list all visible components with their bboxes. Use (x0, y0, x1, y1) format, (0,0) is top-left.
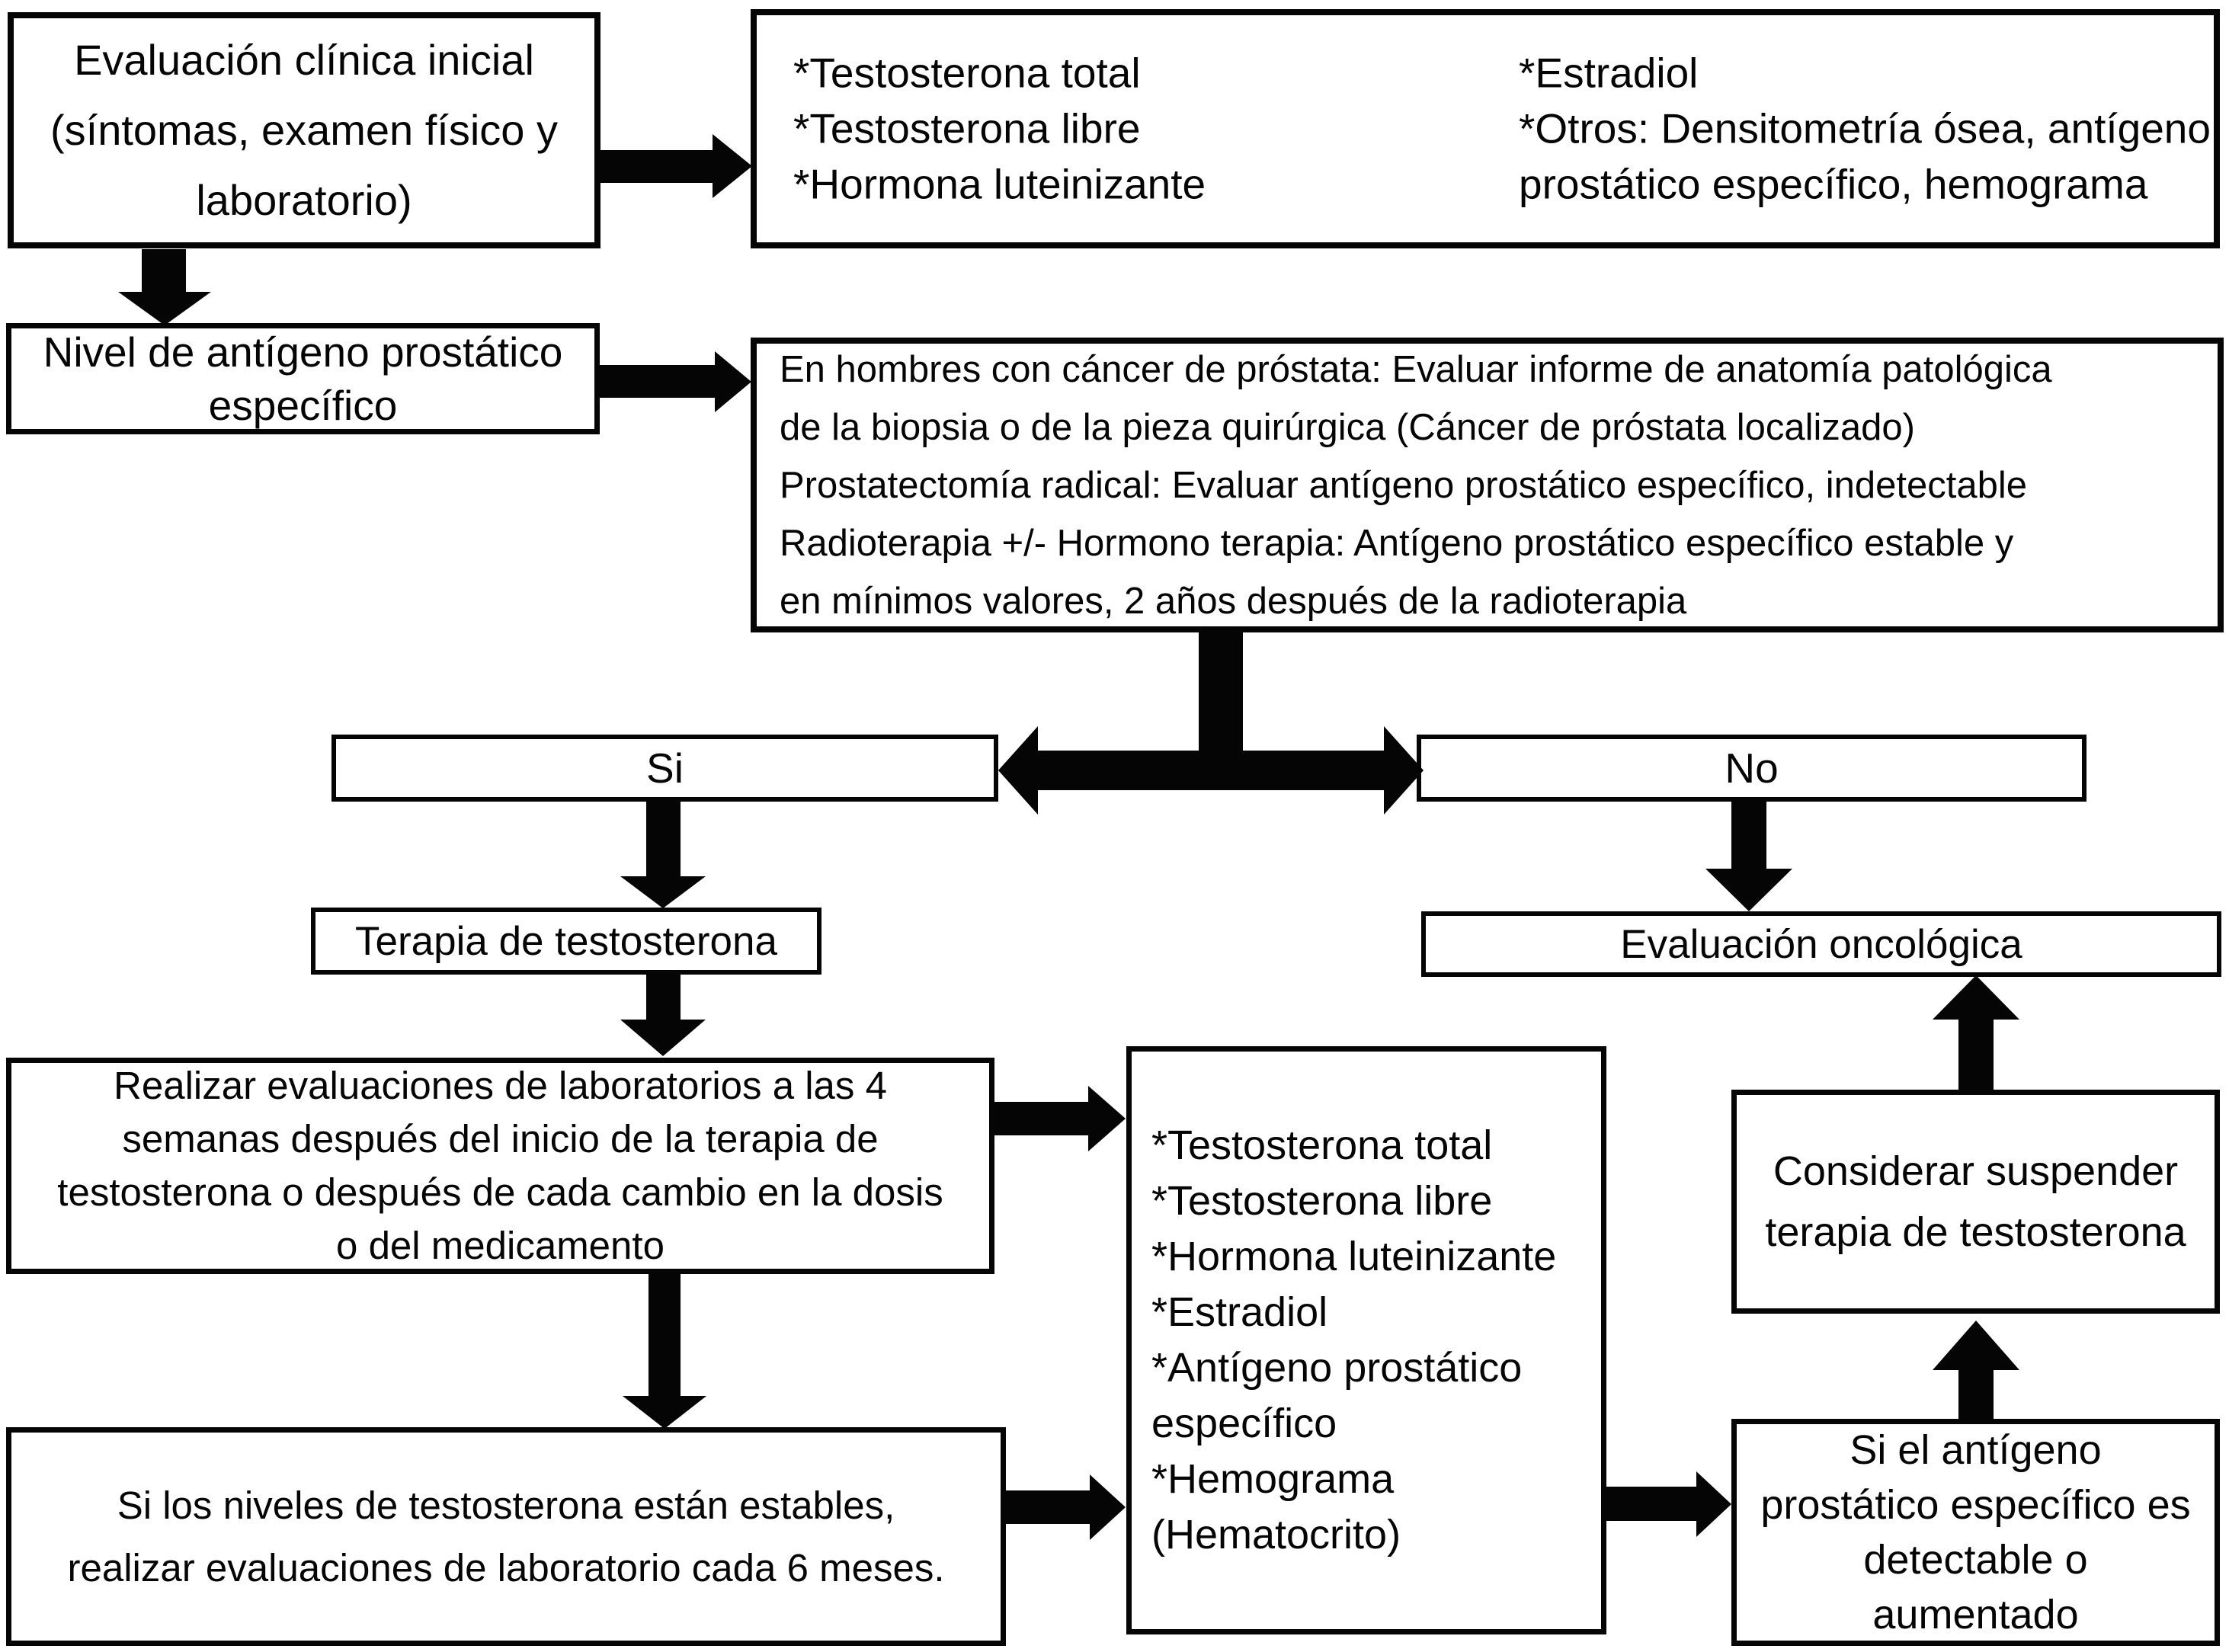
node-text: específico (1151, 1401, 1337, 1446)
node-text: Radioterapia +/- Hormono terapia: Antíge… (780, 522, 2014, 564)
node-text: En hombres con cáncer de próstata: Evalu… (780, 348, 2052, 390)
node-no: No (1417, 735, 2086, 802)
node-psa-level: Nivel de antígeno prostático específico (6, 323, 600, 434)
node-text: *Testosterona total (793, 49, 1141, 97)
node-text: terapia de testosterona (1765, 1209, 2186, 1255)
node-text: *Testosterona libre (793, 104, 1141, 152)
node-text: específico (208, 382, 398, 429)
arrowhead-right-icon (1696, 1471, 1731, 1537)
arrowhead-right-icon (713, 134, 752, 198)
node-text: realizar evaluaciones de laboratorio cad… (67, 1545, 945, 1590)
node-text: *Otros: Densitometría ósea, antígeno (1519, 104, 2211, 152)
arrowhead-down-icon (1705, 869, 1792, 911)
node-psa-detectable: Si el antígeno prostático específico es … (1731, 1419, 2220, 1646)
arrowhead-right-icon (1384, 726, 1424, 815)
node-text: *Hormona luteinizante (1151, 1234, 1557, 1279)
arrowhead-right-icon (1090, 1474, 1126, 1540)
arrow-followup-to-stable (649, 1273, 681, 1397)
node-text: *Testosterona total (1151, 1122, 1493, 1168)
node-text: Prostatectomía radical: Evaluar antígeno… (780, 464, 2027, 506)
arrow-lab-panel-to-psa-detectable (1605, 1487, 1698, 1521)
arrow-stable-to-lab-panel (1004, 1490, 1091, 1524)
node-lab-panel: *Testosterona total *Testosterona libre … (1126, 1046, 1606, 1634)
node-text: Si el antígeno (1849, 1427, 2102, 1473)
node-text: (síntomas, examen físico y (50, 106, 558, 154)
baseline-labs-right-column: *Estradiol *Otros: Densitometría ósea, a… (1519, 46, 2211, 213)
arrowhead-down-icon (620, 876, 706, 908)
node-baseline-labs: *Testosterona total *Testosterona libre … (751, 9, 2220, 248)
node-text: o del medicamento (336, 1224, 665, 1267)
node-text: (Hematocrito) (1151, 1512, 1401, 1558)
node-cancer-criteria: En hombres con cáncer de próstata: Evalu… (751, 338, 2224, 632)
node-text: Realizar evaluaciones de laboratorios a … (114, 1064, 887, 1107)
node-text: *Estradiol (1519, 49, 1699, 97)
node-text: detectable o (1863, 1537, 2088, 1583)
node-text: testosterona o después de cada cambio en… (57, 1170, 943, 1214)
node-text: Si los niveles de testosterona están est… (117, 1483, 895, 1527)
arrowhead-down-icon (623, 1396, 706, 1429)
arrow-initial-to-baseline-labs (600, 150, 714, 183)
arrow-psa-detectable-to-consider (1958, 1370, 1994, 1420)
node-text: laboratorio) (196, 176, 412, 224)
arrowhead-up-icon (1933, 1321, 2019, 1370)
node-initial-evaluation: Evaluación clínica inicial (síntomas, ex… (8, 12, 600, 248)
node-text: de la biopsia o de la pieza quirúrgica (… (780, 406, 1915, 448)
arrow-decision-crossbar (1029, 751, 1393, 790)
arrow-psa-level-to-criteria (600, 365, 718, 398)
arrowhead-up-icon (1933, 975, 2019, 1020)
arrow-no-to-oncologic (1731, 799, 1766, 870)
arrowhead-right-icon (1088, 1086, 1126, 1151)
node-text: prostático específico, hemograma (1519, 160, 2148, 208)
node-text: Evaluación oncológica (1620, 921, 2022, 967)
node-text: *Hemograma (1151, 1456, 1395, 1502)
arrow-consider-to-oncologic (1958, 1020, 1994, 1093)
arrowhead-down-icon (118, 292, 211, 325)
node-followup-4weeks: Realizar evaluaciones de laboratorios a … (6, 1058, 994, 1274)
arrowhead-left-icon (998, 726, 1038, 815)
node-text: semanas después del inicio de la terapia… (122, 1117, 879, 1161)
node-text: en mínimos valores, 2 años después de la… (780, 580, 1687, 622)
arrow-initial-to-psa-level (142, 249, 186, 293)
node-text: *Testosterona libre (1151, 1178, 1493, 1224)
node-text: *Hormona luteinizante (793, 160, 1206, 208)
node-text: Nivel de antígeno prostático (43, 328, 563, 376)
node-text: prostático específico es (1760, 1482, 2191, 1528)
arrow-therapy-to-followup (646, 972, 681, 1021)
node-consider-suspend: Considerar suspender terapia de testoste… (1731, 1090, 2220, 1314)
node-text: Considerar suspender (1773, 1148, 2179, 1194)
node-text: aumentado (1872, 1592, 2079, 1638)
baseline-labs-left-column: *Testosterona total *Testosterona libre … (793, 46, 1206, 213)
node-oncologic-evaluation: Evaluación oncológica (1421, 911, 2221, 977)
node-testosterone-therapy: Terapia de testosterona (311, 908, 821, 975)
arrow-followup-to-lab-panel (993, 1102, 1090, 1135)
arrowhead-right-icon (715, 351, 751, 412)
arrowhead-down-icon (620, 1020, 706, 1056)
node-stable-levels: Si los niveles de testosterona están est… (6, 1427, 1006, 1646)
node-text: Evaluación clínica inicial (74, 36, 534, 84)
node-text: Si (646, 744, 684, 792)
node-text: No (1725, 744, 1779, 792)
node-text: *Estradiol (1151, 1289, 1328, 1335)
node-text: *Antígeno prostático (1151, 1345, 1523, 1391)
arrow-yes-to-therapy (646, 799, 681, 878)
node-yes: Si (331, 735, 998, 802)
node-text: Terapia de testosterona (355, 918, 777, 964)
